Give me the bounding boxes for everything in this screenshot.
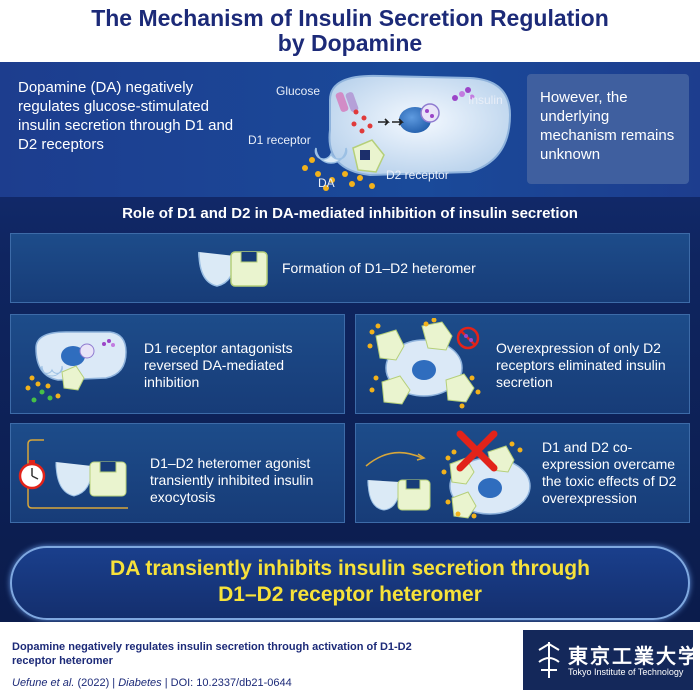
logo-japanese-text: 東京工業大学	[568, 646, 700, 668]
no-insulin-icon	[456, 326, 480, 350]
cross-icon	[456, 430, 498, 472]
conclusion-line-1: DA transiently inhibits insulin secretio…	[110, 557, 590, 580]
coexpression-illustration	[365, 430, 531, 519]
antagonist-cell-illustration	[25, 331, 127, 403]
arrow-icon	[378, 118, 404, 126]
citation-doi[interactable]: DOI: 10.2337/db21-0644	[170, 677, 292, 689]
insulin-granule-icon	[420, 103, 440, 123]
glucose-label: Glucose	[276, 84, 321, 98]
panel-agonist	[10, 423, 345, 523]
heteromer-icon	[198, 251, 268, 287]
panel-overexpression-text: Overexpression of only D2 receptors elim…	[496, 340, 666, 390]
overexpression-illustration	[367, 318, 481, 409]
glucose-dots	[351, 109, 373, 134]
conclusion-text: DA transiently inhibits insulin secretio…	[10, 556, 690, 608]
d1-receptor-icon	[314, 147, 348, 164]
dopamine-dots	[302, 157, 375, 191]
logo-english-text: Tokyo Institute of Technology	[568, 667, 684, 677]
panel-heteromer-text: Formation of D1–D2 heteromer	[282, 260, 476, 276]
tokyo-tech-emblem-icon	[538, 642, 560, 678]
d2-receptor-icon	[352, 139, 385, 173]
d1-receptor-label: D1 receptor	[248, 133, 311, 147]
footer-title: Dopamine negatively regulates insulin se…	[12, 641, 412, 667]
glucose-transporter-icon	[335, 92, 359, 112]
citation-journal: Diabetes	[118, 677, 162, 689]
citation-sep: |	[112, 677, 119, 689]
citation-sep: |	[164, 677, 171, 689]
panel-coexpression-text: D1 and D2 co-expression overcame the tox…	[542, 439, 677, 506]
panel-antagonist-text: D1 receptor antagonists reversed DA-medi…	[144, 340, 293, 390]
da-label: DA	[318, 176, 335, 190]
tokyo-tech-logo	[523, 630, 693, 690]
d2-receptor-label: D2 receptor	[386, 168, 449, 182]
timer-icon	[18, 460, 46, 490]
intro-text: Dopamine (DA) negatively regulates gluco…	[18, 79, 234, 153]
citation-year: (2022)	[77, 677, 110, 689]
agonist-illustration	[18, 439, 128, 509]
conclusion-line-2: D1–D2 receptor heteromer	[218, 583, 482, 606]
panel-agonist-text: D1–D2 heteromer agonist transiently inhi…	[150, 455, 314, 505]
unknown-box	[527, 74, 689, 184]
insulin-icon	[452, 87, 475, 101]
title-area: The Mechanism of Insulin Secretion Regul…	[0, 0, 700, 62]
footer-citation: Uefune et al. (2022) | Diabetes | DOI: 1…	[12, 677, 292, 689]
unknown-text: However, the underlying mechanism remain…	[540, 89, 675, 163]
panel-heteromer	[10, 233, 690, 303]
title-line-2: by Dopamine	[277, 30, 423, 56]
title-line-1: The Mechanism of Insulin Secretion Regul…	[91, 5, 609, 31]
role-heading: Role of D1 and D2 in DA-mediated inhibit…	[122, 205, 578, 222]
conclusion-pill	[10, 546, 690, 620]
citation-authors: Uefune et al.	[12, 677, 75, 689]
insulin-label: Insulin	[468, 93, 503, 107]
